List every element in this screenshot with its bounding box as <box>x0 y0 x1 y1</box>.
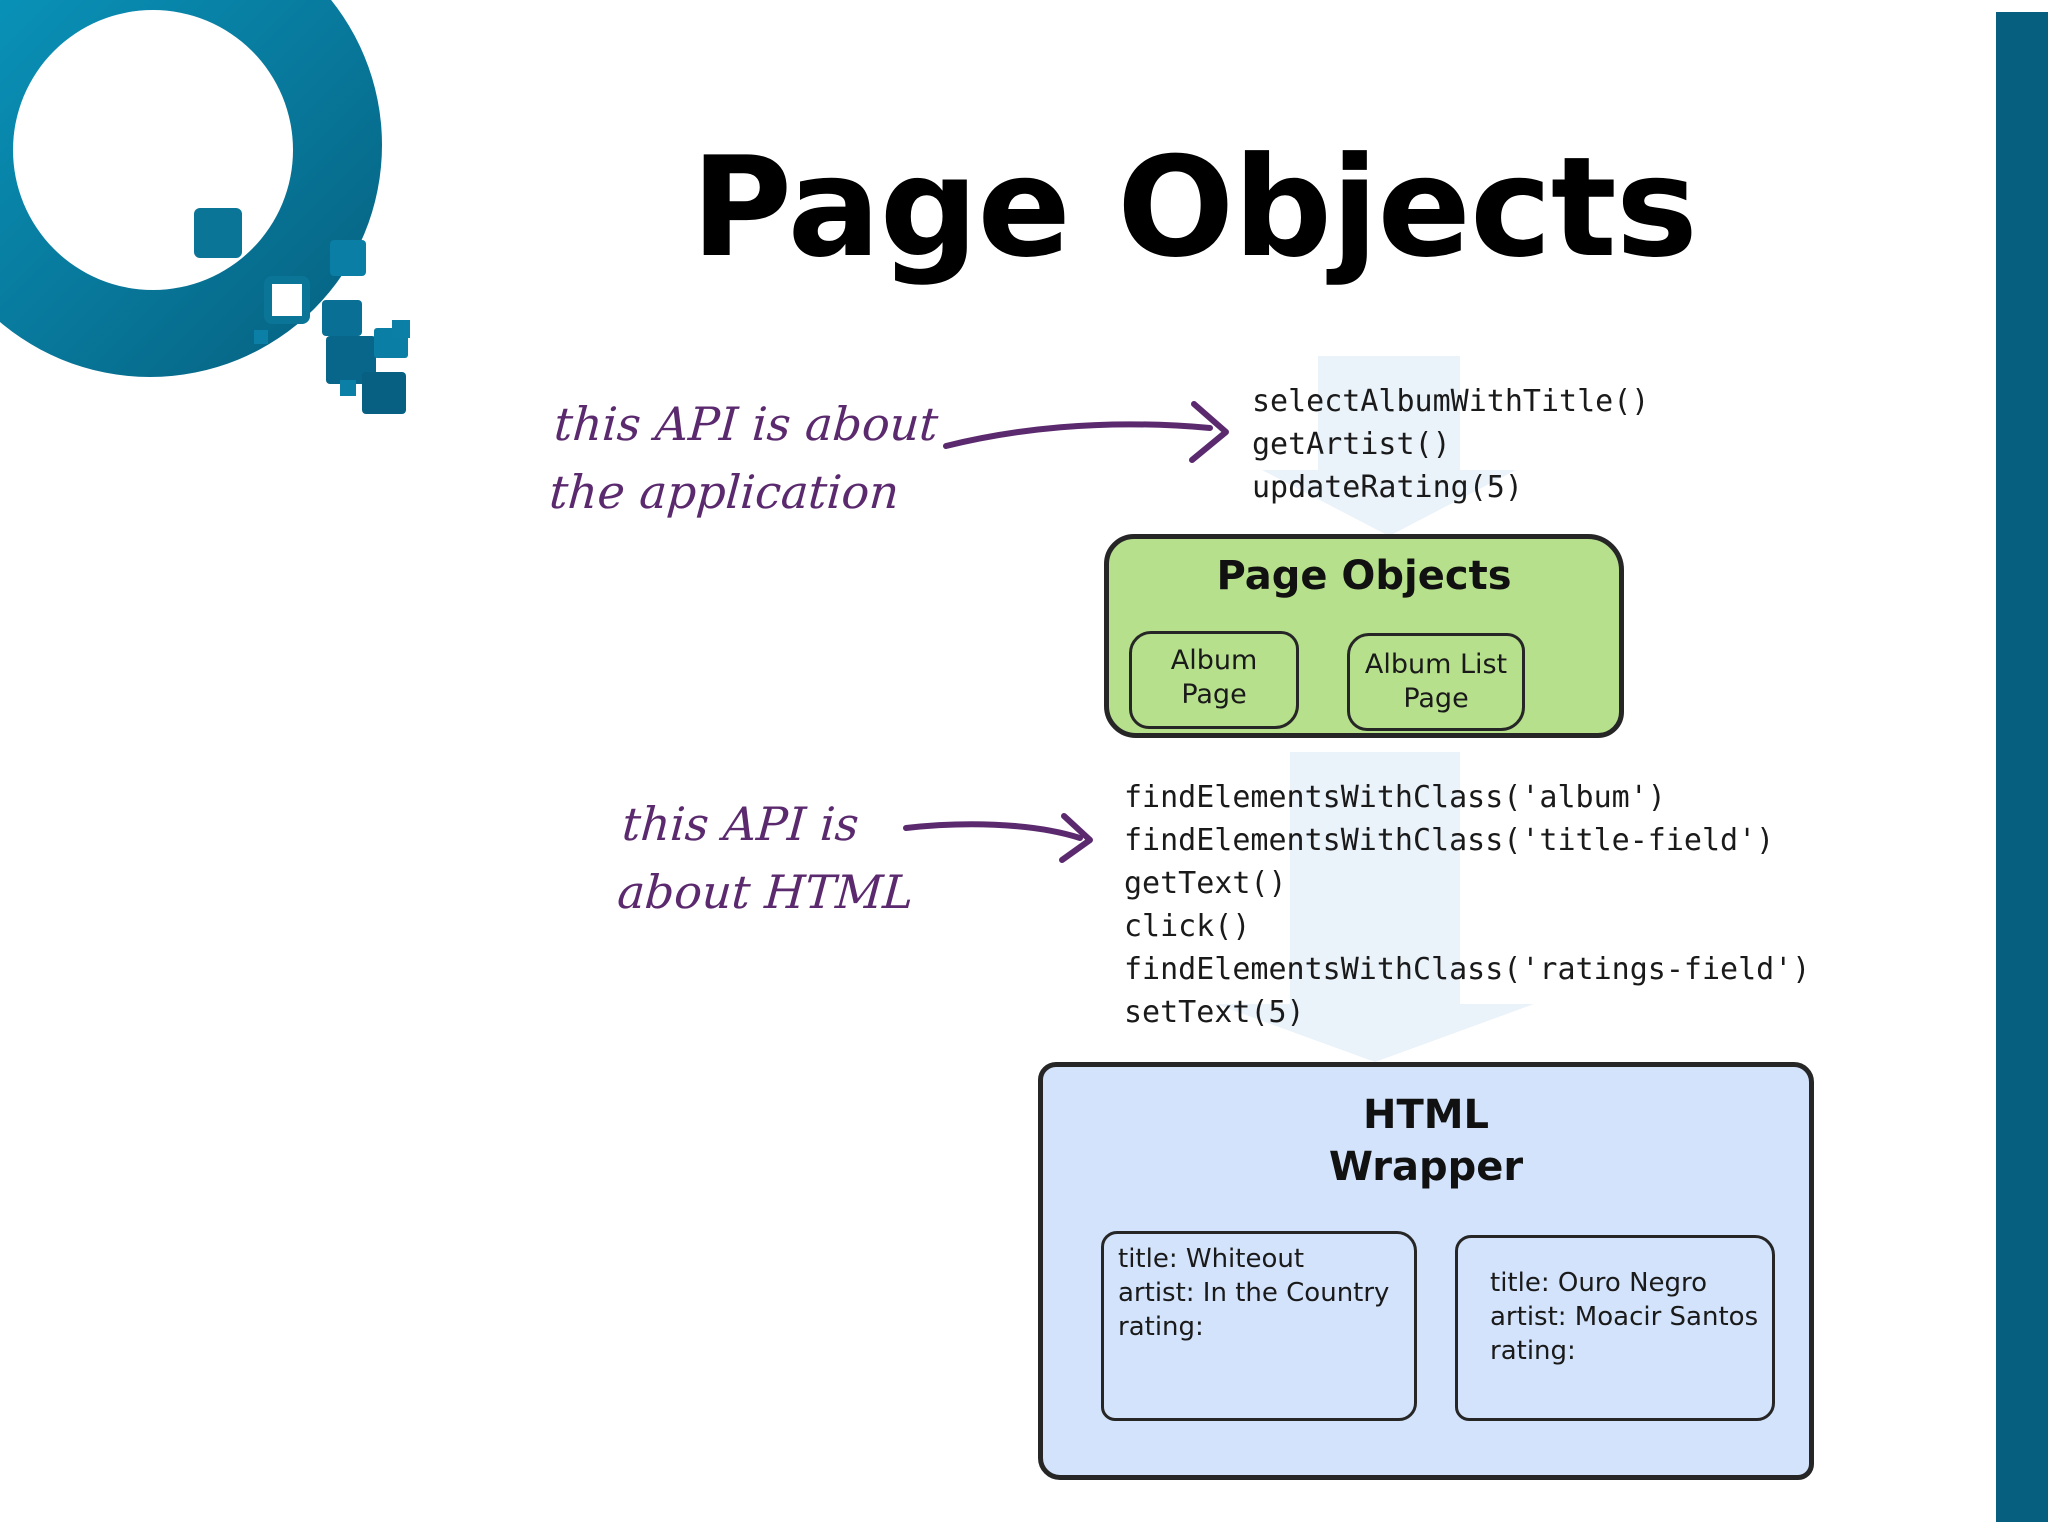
application-api-calls: selectAlbumWithTitle() getArtist() updat… <box>1252 380 1649 509</box>
album-artist: artist: Moacir Santos <box>1490 1302 1759 1332</box>
api-call: findElementsWithClass('title-field') <box>1124 823 1775 858</box>
album-rating: rating: <box>1490 1336 1576 1366</box>
note-application-api: this API is about the application <box>547 390 940 526</box>
slide-title: Page Objects <box>691 127 1698 288</box>
api-call: updateRating(5) <box>1252 470 1523 505</box>
html-wrapper-title-line-1: HTML <box>1362 1092 1490 1138</box>
album-list-page-label-line-2: Page <box>1403 683 1469 714</box>
html-wrapper-box-title: HTML Wrapper <box>1043 1089 1809 1193</box>
accent-side-bar <box>1996 12 2048 1522</box>
album-artist: artist: In the Country <box>1118 1278 1390 1308</box>
api-call: findElementsWithClass('ratings-field') <box>1124 952 1811 987</box>
arrow-to-html-api <box>903 821 1083 841</box>
page-objects-box: Page Objects Album Page Album List Page <box>1104 534 1624 738</box>
arrowhead-html-api <box>1059 813 1093 863</box>
album-card: title: Ouro Negro artist: Moacir Santos … <box>1455 1235 1775 1421</box>
arrow-to-application-api <box>943 421 1213 449</box>
note-html-api-line-2: about HTML <box>615 865 916 919</box>
flow-arrow-top <box>1262 356 1516 536</box>
html-api-calls: findElementsWithClass('album') findEleme… <box>1124 776 1810 1034</box>
album-list-page-box: Album List Page <box>1347 633 1525 731</box>
album-title: title: Ouro Negro <box>1490 1268 1708 1298</box>
album-page-box: Album Page <box>1129 631 1299 729</box>
flow-arrow-bottom <box>1216 752 1534 1062</box>
note-html-api-line-1: this API is <box>620 797 861 851</box>
api-call: getText() <box>1124 866 1287 901</box>
album-title: title: Whiteout <box>1118 1244 1305 1274</box>
note-application-api-line-2: the application <box>547 465 901 519</box>
note-html-api: this API is about HTML <box>615 790 920 926</box>
album-list-page-label-line-1: Album List <box>1364 649 1508 680</box>
album-page-label-line-2: Page <box>1181 679 1247 710</box>
html-wrapper-title-line-2: Wrapper <box>1328 1144 1524 1190</box>
api-call: setText(5) <box>1124 995 1305 1030</box>
api-call: findElementsWithClass('album') <box>1124 780 1666 815</box>
album-rating: rating: <box>1118 1312 1204 1342</box>
page-objects-box-title: Page Objects <box>1216 553 1512 599</box>
html-wrapper-box: HTML Wrapper title: Whiteout artist: In … <box>1038 1062 1814 1480</box>
api-call: click() <box>1124 909 1251 944</box>
album-card: title: Whiteout artist: In the Country r… <box>1101 1231 1417 1421</box>
api-call: selectAlbumWithTitle() <box>1252 384 1650 419</box>
album-page-label-line-1: Album <box>1170 645 1258 676</box>
note-application-api-line-1: this API is about <box>552 397 940 451</box>
arrowhead-application-api <box>1189 401 1229 463</box>
logo-squares <box>194 208 410 414</box>
api-call: getArtist() <box>1252 427 1451 462</box>
logo-mark <box>0 0 410 414</box>
